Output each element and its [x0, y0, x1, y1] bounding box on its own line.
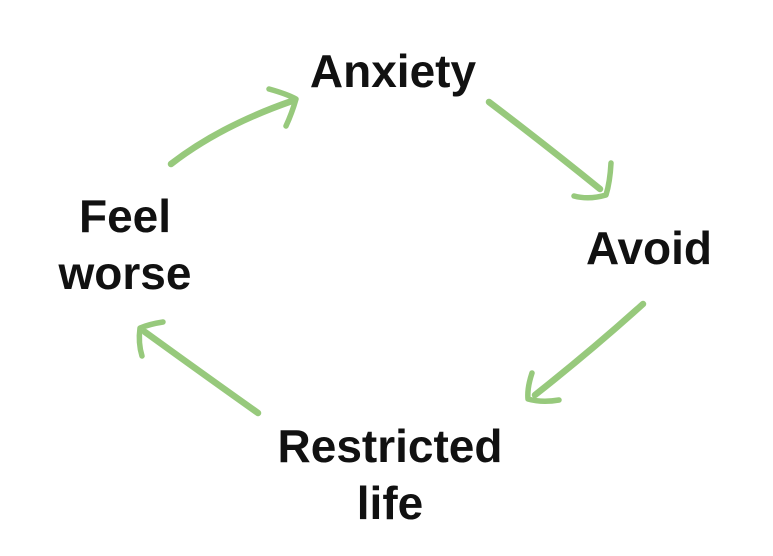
node-restricted-life: Restricted life	[277, 420, 503, 529]
arrow-avoid-to-restricted-life-icon	[525, 300, 647, 405]
arrow-anxiety-to-avoid-icon	[485, 98, 614, 201]
node-anxiety: Anxiety	[309, 45, 477, 97]
node-feel-worse: Feel worse	[58, 190, 192, 299]
node-avoid: Avoid	[585, 222, 713, 274]
arrow-feel-worse-to-anxiety-icon	[167, 86, 299, 168]
arrow-restricted-life-to-feel-worse-icon	[136, 319, 262, 417]
